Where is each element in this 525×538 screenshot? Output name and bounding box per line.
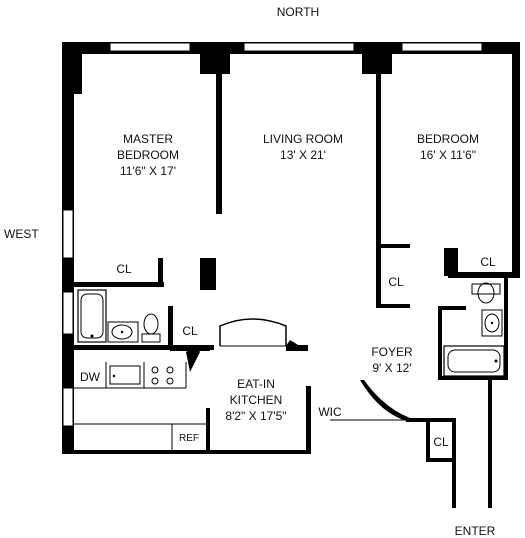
kitchen-dims: 8'2" X 17'5" [225,409,286,423]
closet-bedroom-label: CL [388,275,404,289]
interior-walls [74,74,508,508]
kitchen-fixtures [74,362,206,450]
kitchen-name-2: KITCHEN [230,393,283,407]
right-bath-fixtures [443,282,505,377]
master-bedroom-name-1: MASTER [123,132,173,146]
closet-bedroom-right-label: CL [480,255,496,269]
closet-master-label: CL [116,262,132,276]
living-room-name: LIVING ROOM [263,132,343,146]
master-bedroom-dims: 11'6" X 17' [120,164,176,178]
living-room-dims: 13' X 21' [280,148,326,162]
refrigerator-label: REF [179,433,199,444]
doors [186,318,410,422]
compass-west: WEST [4,227,39,241]
master-bedroom-name-2: BEDROOM [117,148,179,162]
labels: NORTH WEST ENTER MASTER BEDROOM 11'6" X … [4,5,496,538]
bedroom-dims: 16' X 11'6" [420,148,476,162]
compass-north: NORTH [277,5,319,19]
bedroom-name: BEDROOM [417,132,479,146]
left-bath-fixtures [77,289,161,343]
wic-label: WIC [318,405,342,419]
compass-enter: ENTER [455,524,496,538]
west-windows [62,209,74,427]
north-windows [109,42,483,52]
kitchen-name-1: EAT-IN [237,377,275,391]
dishwasher-label: DW [80,370,101,384]
closet-bath-label: CL [182,324,198,338]
foyer-dims: 9' X 12' [372,361,411,375]
closet-entry-label: CL [433,435,449,449]
foyer-name: FOYER [371,345,413,359]
